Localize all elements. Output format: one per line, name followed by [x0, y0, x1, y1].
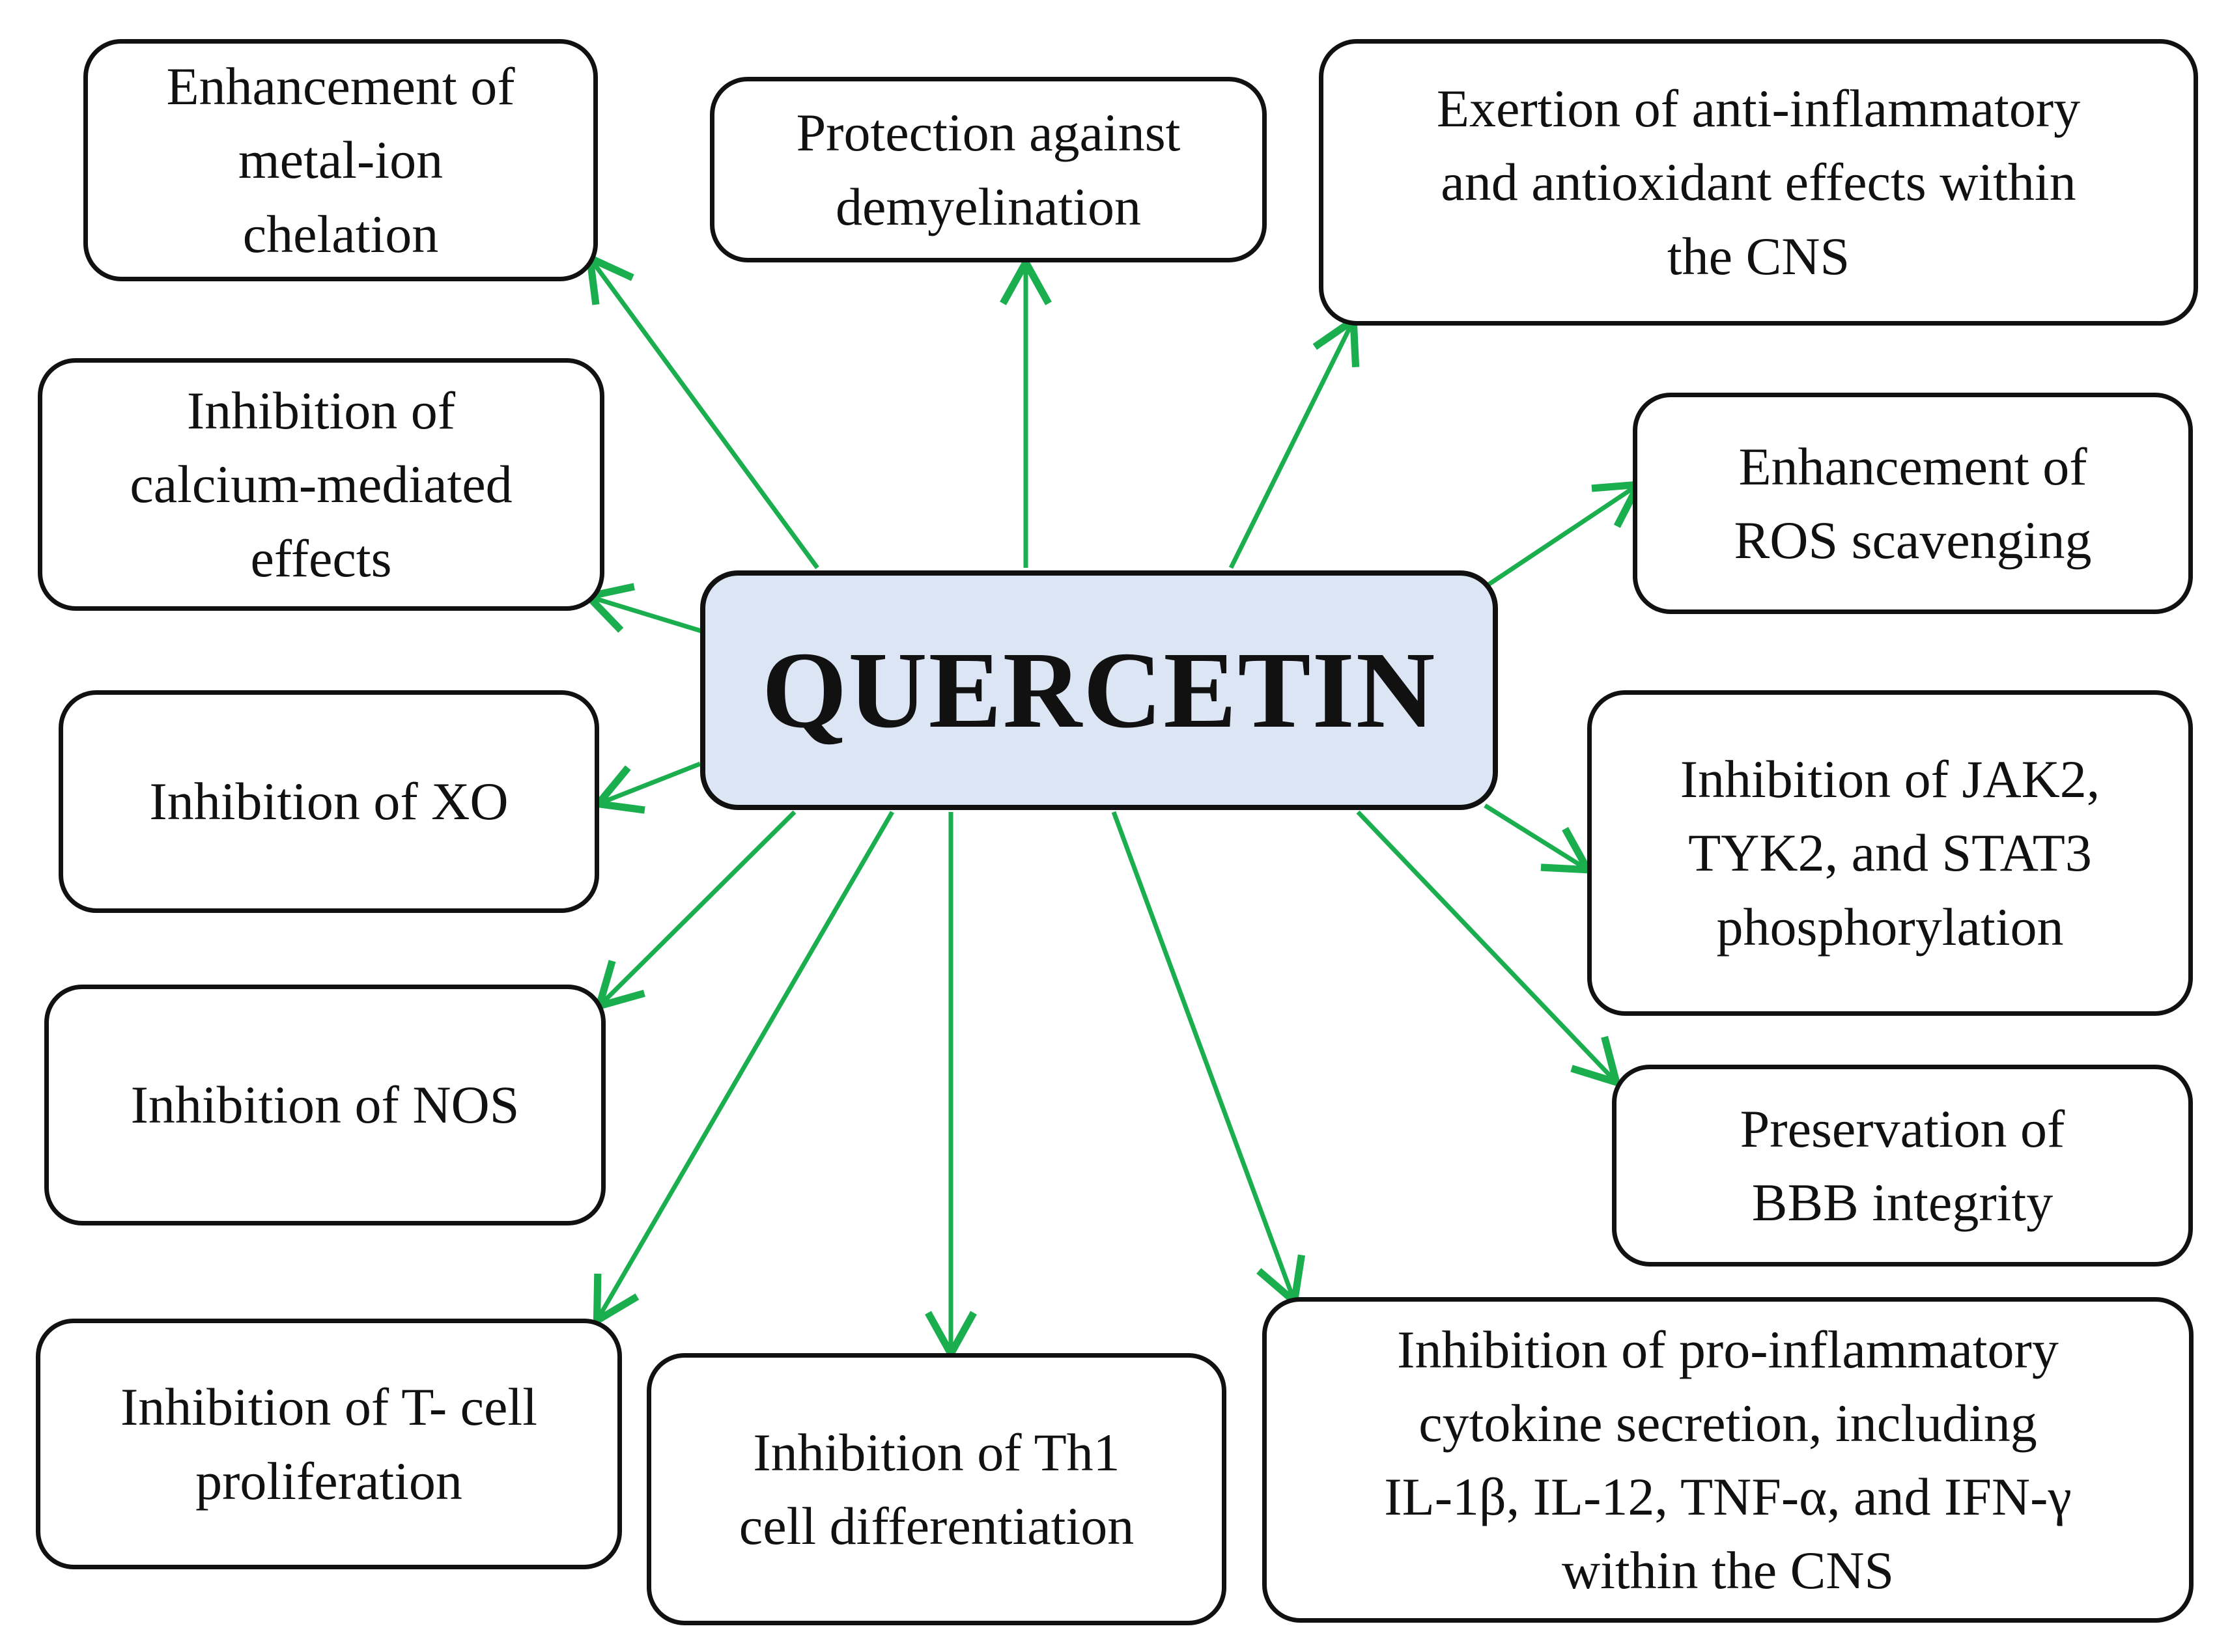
effect-label: Enhancement of ROS scavenging: [1734, 436, 2092, 570]
arrow-to-nos: [593, 810, 797, 1012]
effect-label: Protection against demyelination: [796, 103, 1181, 236]
effect-box-bbb: Preservation of BBB integrity: [1612, 1065, 2193, 1267]
arrow-to-cytokine: [1111, 811, 1305, 1309]
effect-box-ros: Enhancement of ROS scavenging: [1633, 393, 2193, 614]
arrow-to-bbb: [1356, 810, 1622, 1088]
effect-box-metal-chelation: Enhancement of metal-ion chelation: [83, 39, 598, 281]
effect-label: Inhibition of JAK2, TYK2, and STAT3 phos…: [1680, 749, 2100, 957]
arrow-to-ros: [1487, 480, 1645, 587]
quercetin-center-box: QUERCETIN: [700, 570, 1498, 810]
arrow-to-metal-chelation: [586, 252, 819, 570]
effect-label: Inhibition of calcium-mediated effects: [130, 381, 513, 588]
arrow-to-calcium: [581, 583, 705, 634]
effect-box-calcium: Inhibition of calcium-mediated effects: [38, 358, 604, 611]
effect-box-xo: Inhibition of XO: [59, 690, 599, 913]
arrow-to-xo: [591, 761, 701, 814]
arrow-to-jak2: [1484, 804, 1594, 874]
effect-label: Inhibition of NOS: [130, 1075, 520, 1135]
arrow-to-anti-inflammatory: [1228, 313, 1360, 569]
effect-box-jak2: Inhibition of JAK2, TYK2, and STAT3 phos…: [1587, 690, 2193, 1016]
effect-label: Inhibition of pro-inflammatory cytokine …: [1384, 1319, 2072, 1601]
arrow-to-tcell: [593, 811, 895, 1328]
effect-box-cytokine: Inhibition of pro-inflammatory cytokine …: [1262, 1297, 2194, 1623]
effect-label: Preservation of BBB integrity: [1740, 1099, 2065, 1232]
center-label: QUERCETIN: [761, 629, 1437, 751]
effect-box-demyelination: Protection against demyelination: [710, 77, 1267, 262]
effect-box-th1: Inhibition of Th1 cell differentiation: [647, 1353, 1226, 1625]
effect-box-nos: Inhibition of NOS: [44, 985, 606, 1225]
effect-label: Exertion of anti-inflammatory and antiox…: [1436, 79, 2081, 286]
effect-box-tcell: Inhibition of T- cell proliferation: [36, 1319, 622, 1569]
effect-box-anti-inflammatory: Exertion of anti-inflammatory and antiox…: [1319, 39, 2198, 326]
effect-label: Inhibition of XO: [149, 772, 509, 832]
effect-label: Inhibition of Th1 cell differentiation: [739, 1422, 1135, 1556]
effect-label: Enhancement of metal-ion chelation: [166, 57, 515, 264]
effect-label: Inhibition of T- cell proliferation: [120, 1377, 537, 1511]
